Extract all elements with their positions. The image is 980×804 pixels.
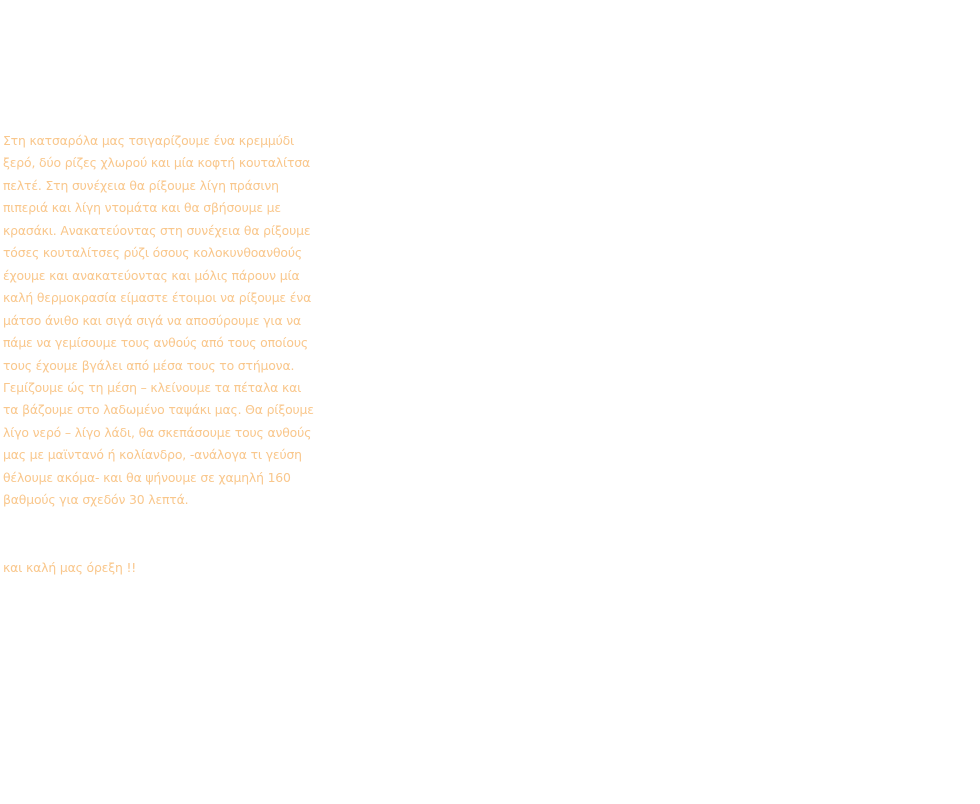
closing-remark: και καλή μας όρεξη !! <box>3 559 137 575</box>
recipe-article: Στη κατσαρόλα μας τσιγαρίζουμε ένα κρεμμ… <box>3 130 323 579</box>
recipe-instructions-paragraph: Στη κατσαρόλα μας τσιγαρίζουμε ένα κρεμμ… <box>3 133 314 508</box>
